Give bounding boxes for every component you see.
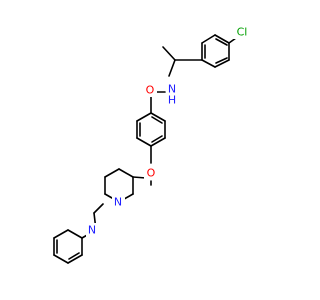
bond <box>136 112 152 122</box>
bond <box>201 34 216 44</box>
bond <box>68 252 80 260</box>
chlorine-label: Cl <box>237 26 248 39</box>
bond <box>67 229 83 239</box>
amide-nitrogen-label: N <box>168 83 176 96</box>
bond-layer <box>53 34 237 264</box>
ether-oxygen-label: O <box>147 167 156 180</box>
bond <box>150 137 166 147</box>
bond <box>214 59 230 68</box>
bond <box>93 203 104 214</box>
bond <box>215 38 228 46</box>
label-backdrop <box>112 195 125 209</box>
pyridine-nitrogen-label: N <box>88 224 96 237</box>
bond <box>150 112 166 122</box>
label-backdrop <box>144 166 157 180</box>
label-backdrop <box>86 223 99 237</box>
bond <box>214 34 230 44</box>
bond <box>215 57 228 64</box>
amide-hydrogen-label: H <box>168 94 176 107</box>
bond <box>162 46 176 61</box>
bond <box>132 176 147 179</box>
piperidine-nitrogen-label: N <box>114 196 122 209</box>
bond <box>201 59 216 68</box>
bond <box>136 137 152 147</box>
label-backdrop <box>166 82 179 96</box>
label-backdrop <box>233 25 251 39</box>
bond <box>53 254 69 264</box>
bond <box>67 254 83 264</box>
bond <box>151 116 163 124</box>
molecule-diagram: Cl N H O O N N <box>53 25 251 264</box>
bond <box>168 59 176 77</box>
bond <box>104 168 120 178</box>
bond <box>53 229 69 239</box>
carbonyl-oxygen-label: O <box>146 84 155 97</box>
label-backdrop <box>144 83 157 97</box>
bond <box>118 168 134 178</box>
bond <box>151 135 163 143</box>
atom-label-layer: Cl N H O O N N <box>86 25 251 237</box>
